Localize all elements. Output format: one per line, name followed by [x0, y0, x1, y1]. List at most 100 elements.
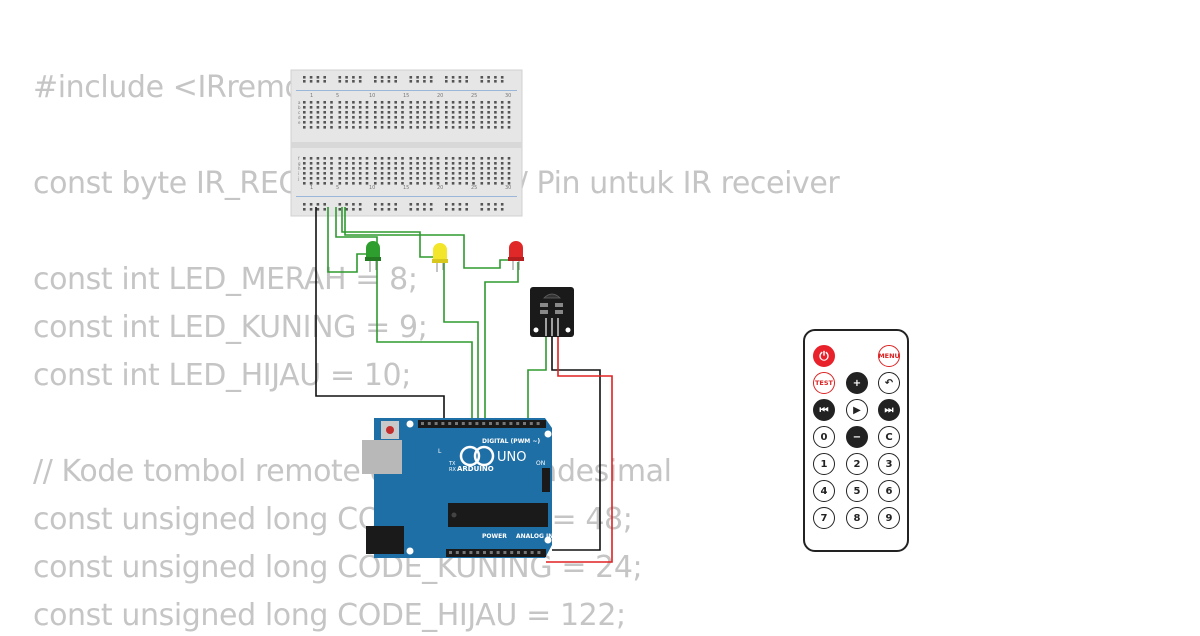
- breadboard-hole: [303, 111, 306, 114]
- remote-button-6[interactable]: 6: [878, 480, 900, 502]
- breadboard-hole: [380, 177, 384, 180]
- arduino-infinity-logo: [459, 445, 481, 467]
- breadboard-hole: [494, 182, 497, 185]
- remote-button-test[interactable]: TEST: [813, 372, 835, 394]
- breadboard-hole: [507, 177, 511, 180]
- breadboard-hole: [429, 157, 433, 160]
- code-line: const int LED_HIJAU = 10;: [33, 358, 411, 393]
- remote-button-menu[interactable]: MENU: [878, 345, 900, 367]
- breadboard-hole: [338, 80, 342, 83]
- breadboard-hole: [358, 208, 362, 211]
- breadboard-hole: [465, 208, 468, 211]
- green-led[interactable]: [365, 241, 381, 272]
- breadboard-row-letter: i: [298, 171, 299, 176]
- breadboard-hole: [494, 126, 497, 129]
- ir-receiver[interactable]: [530, 287, 574, 337]
- breadboard-hole: [338, 121, 342, 124]
- fast-forward-icon[interactable]: ⏭: [878, 399, 900, 421]
- arduino-uno[interactable]: UNO ARDUINO DIGITAL (PWM ~) ON TX RX L P…: [362, 418, 553, 558]
- breadboard-column-number: 1: [310, 185, 313, 191]
- breadboard-hole: [330, 167, 333, 170]
- breadboard-hole: [480, 162, 484, 165]
- breadboard-hole: [465, 121, 468, 124]
- breadboard-hole: [429, 121, 433, 124]
- breadboard-hole: [423, 177, 426, 180]
- breadboard-row-letter: c: [298, 110, 300, 115]
- remote-button-0[interactable]: 0: [813, 426, 835, 448]
- breadboard-hole: [358, 116, 362, 119]
- breadboard-hole: [500, 126, 504, 129]
- breadboard-hole: [352, 162, 355, 165]
- breadboard-hole: [374, 116, 377, 119]
- breadboard-hole: [436, 177, 440, 180]
- breadboard-hole: [338, 101, 342, 104]
- breadboard-hole: [374, 157, 377, 160]
- minus-icon[interactable]: −: [846, 426, 868, 448]
- breadboard-hole: [436, 126, 440, 129]
- breadboard-hole: [416, 116, 419, 119]
- breadboard-hole: [387, 162, 391, 165]
- breadboard-hole: [394, 101, 397, 104]
- breadboard-hole: [436, 106, 440, 109]
- breadboard-hole: [409, 208, 413, 211]
- breadboard-hole: [416, 167, 419, 170]
- breadboard-hole: [316, 177, 320, 180]
- power-jack: [366, 526, 404, 554]
- breadboard-hole: [352, 203, 355, 206]
- breadboard-hole: [500, 116, 504, 119]
- breadboard-hole: [338, 182, 342, 185]
- breadboard-hole: [507, 162, 511, 165]
- breadboard-hole: [409, 80, 413, 83]
- breadboard-hole: [394, 116, 397, 119]
- header-pin: [496, 551, 500, 554]
- breadboard-hole: [309, 80, 313, 83]
- breadboard-hole: [401, 121, 404, 124]
- breadboard-hole: [480, 177, 484, 180]
- breadboard-hole: [487, 203, 490, 206]
- breadboard-hole: [472, 126, 475, 129]
- remote-button-5[interactable]: 5: [846, 480, 868, 502]
- breadboard-hole: [365, 177, 369, 180]
- green-wire-led3: [344, 207, 510, 269]
- breadboard-hole: [380, 172, 384, 175]
- remote-button-c[interactable]: C: [878, 426, 900, 448]
- breadboard-hole: [330, 162, 333, 165]
- breadboard-hole: [387, 121, 391, 124]
- breadboard-hole: [380, 76, 384, 79]
- breadboard-hole: [472, 111, 475, 114]
- breadboard-hole: [358, 172, 362, 175]
- on-label: ON: [536, 460, 545, 467]
- breadboard-hole: [494, 121, 497, 124]
- breadboard-hole: [480, 101, 484, 104]
- remote-button-8[interactable]: 8: [846, 507, 868, 529]
- remote-button-9[interactable]: 9: [878, 507, 900, 529]
- header-pin: [537, 551, 541, 554]
- power-icon[interactable]: ⏻: [813, 345, 835, 367]
- breadboard-hole: [494, 101, 497, 104]
- play-icon[interactable]: ▶: [846, 399, 868, 421]
- rewind-icon[interactable]: ⏮: [813, 399, 835, 421]
- breadboard-hole: [409, 203, 413, 206]
- yellow-led[interactable]: [432, 243, 448, 272]
- breadboard-hole: [401, 177, 404, 180]
- header-pin: [523, 422, 526, 425]
- remote-button-2[interactable]: 2: [846, 453, 868, 475]
- remote-button-1[interactable]: 1: [813, 453, 835, 475]
- breadboard-hole: [409, 121, 413, 124]
- remote-button-7[interactable]: 7: [813, 507, 835, 529]
- back-icon[interactable]: ↶: [878, 372, 900, 394]
- plus-icon[interactable]: +: [846, 372, 868, 394]
- breadboard-hole: [507, 116, 511, 119]
- red-led[interactable]: [508, 241, 524, 270]
- remote-button-4[interactable]: 4: [813, 480, 835, 502]
- breadboard-hole: [458, 80, 462, 83]
- breadboard-hole: [500, 182, 504, 185]
- breadboard-hole: [494, 157, 497, 160]
- breadboard-hole: [365, 167, 369, 170]
- breadboard-hole: [387, 106, 391, 109]
- breadboard-hole: [480, 116, 484, 119]
- breadboard-hole: [409, 116, 413, 119]
- remote-button-3[interactable]: 3: [878, 453, 900, 475]
